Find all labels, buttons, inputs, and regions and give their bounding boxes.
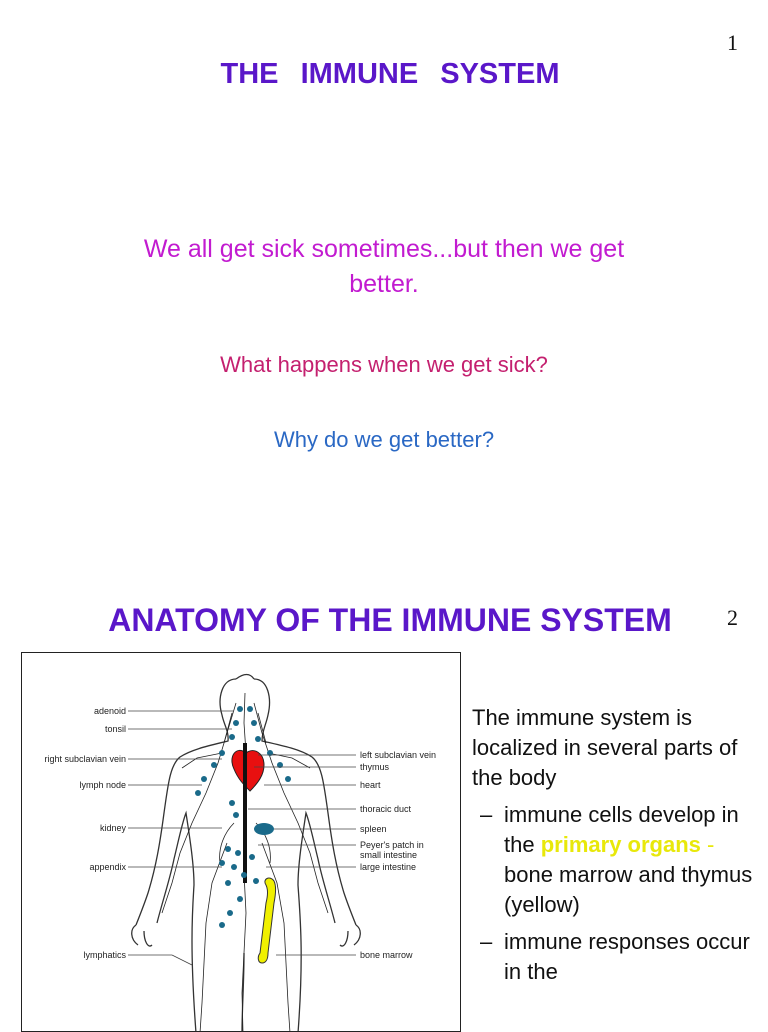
label-thoracic-duct: thoracic duct xyxy=(360,804,412,814)
label-large-intestine: large intestine xyxy=(360,862,416,872)
label-lymphatics: lymphatics xyxy=(83,950,126,960)
page-number-1: 1 xyxy=(727,30,738,56)
thoracic-duct-line xyxy=(243,743,247,883)
bullet-text: immune responses occur in the xyxy=(504,929,750,984)
bone-marrow-shape xyxy=(258,878,275,963)
spleen-shape xyxy=(254,823,274,835)
label-appendix: appendix xyxy=(89,862,126,872)
bullet-immune-responses: – immune responses occur in the xyxy=(472,927,762,987)
slide-title: THE IMMUNE SYSTEM xyxy=(0,58,768,91)
heart-shape xyxy=(232,750,264,791)
intro-text: We all get sick sometimes...but then we … xyxy=(124,232,644,302)
bullet-dash: – xyxy=(480,927,492,957)
anatomy-text: The immune system is localized in severa… xyxy=(472,703,762,987)
label-small-intestine: small intestine xyxy=(360,850,417,860)
label-left-subclavian-vein: left subclavian vein xyxy=(360,750,436,760)
bullet-primary-organs: – immune cells develop in the primary or… xyxy=(472,800,762,920)
label-spleen: spleen xyxy=(360,824,387,834)
label-bone-marrow: bone marrow xyxy=(360,950,413,960)
label-lymph-node: lymph node xyxy=(79,780,126,790)
bullet-dash: – xyxy=(480,800,492,830)
question-sick: What happens when we get sick? xyxy=(0,352,768,378)
label-adenoid: adenoid xyxy=(94,706,126,716)
label-tonsil: tonsil xyxy=(105,724,126,734)
anatomy-paragraph: The immune system is localized in severa… xyxy=(472,703,762,793)
label-right-subclavian-vein: right subclavian vein xyxy=(44,754,126,764)
label-peyers-patch: Peyer's patch in xyxy=(360,840,424,850)
highlight-dash: - xyxy=(707,832,714,857)
body-diagram: adenoid tonsil right subclavian vein lym… xyxy=(22,653,461,1032)
primary-organs-highlight: primary organs xyxy=(541,832,701,857)
label-kidney: kidney xyxy=(100,823,127,833)
question-better: Why do we get better? xyxy=(0,427,768,453)
leader-lines xyxy=(128,711,356,965)
label-thymus: thymus xyxy=(360,762,390,772)
anatomy-title: ANATOMY OF THE IMMUNE SYSTEM xyxy=(40,602,740,639)
anatomy-figure: adenoid tonsil right subclavian vein lym… xyxy=(21,652,461,1032)
bullet-text-after: bone marrow and thymus (yellow) xyxy=(504,862,752,917)
label-heart: heart xyxy=(360,780,381,790)
